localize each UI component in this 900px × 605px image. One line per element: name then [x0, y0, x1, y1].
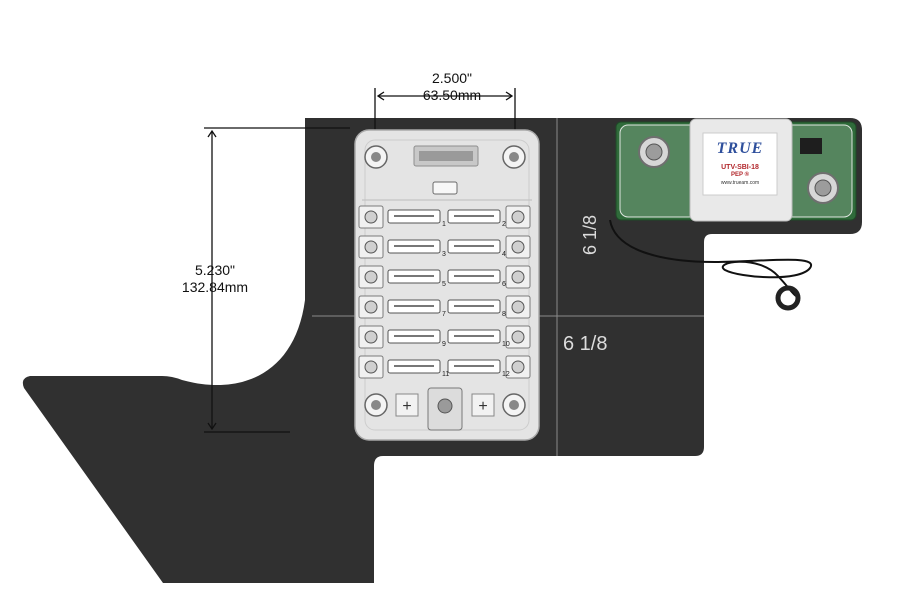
fuse-row: 11 12 [358, 355, 531, 379]
switch-website: www.trueam.com [720, 180, 760, 186]
height-dimension [204, 127, 350, 433]
fuse-row: 9 10 [358, 325, 531, 349]
switch-stud-bottom [807, 172, 839, 204]
width-dimension [374, 88, 516, 132]
switch-brand-logo: TRUE [716, 140, 764, 157]
terminal-screw [364, 240, 378, 254]
fuse-number: 2 [502, 221, 506, 228]
ground-wire [609, 219, 813, 297]
fuse-number: 7 [442, 311, 446, 318]
power-stud [437, 398, 453, 414]
terminal-screw [511, 300, 525, 314]
terminal-plus-right-label: + [478, 398, 487, 415]
terminal-plus-right [471, 393, 495, 417]
terminal-plus-left [395, 393, 419, 417]
fuse-number: 6 [502, 281, 506, 288]
height-inches: 5.230" [194, 262, 235, 278]
terminal-screw [364, 300, 378, 314]
width-mm: 63.50mm [422, 87, 482, 103]
width-dimension-label: 2.500" 63.50mm [392, 70, 512, 104]
mount-screw-top-right [502, 145, 526, 169]
fuse-number: 3 [442, 251, 446, 258]
terminal-plus-left-label: + [402, 398, 411, 415]
ground-post-left [364, 393, 388, 417]
panel-label-vertical: 6 1/8 [580, 214, 600, 255]
indicator-window [432, 181, 458, 195]
terminal-screw [511, 330, 525, 344]
fuse-number: 4 [502, 251, 506, 258]
mount-screw-top-left [364, 145, 388, 169]
terminal-screw [511, 210, 525, 224]
battery-switch [615, 118, 857, 222]
switch-subtext: PEP ® [731, 172, 749, 178]
terminal-screw [364, 210, 378, 224]
switch-chip [800, 138, 822, 154]
fuse-number: 5 [442, 281, 446, 288]
switch-stud-top [638, 136, 670, 168]
height-dimension-label: 5.230" 132.84mm [150, 262, 280, 296]
width-inches: 2.500" [431, 70, 472, 86]
switch-label [702, 132, 778, 196]
terminal-screw [364, 330, 378, 344]
fuse-number: 9 [442, 341, 446, 348]
terminal-screw [511, 270, 525, 284]
switch-model-text: UTV-SBI-18 [721, 164, 759, 171]
fuse-number: 12 [502, 371, 510, 378]
fuse-number: 1 [442, 221, 446, 228]
height-mm: 132.84mm [181, 279, 249, 295]
terminal-screw [511, 360, 525, 374]
panel-label-horizontal: 6 1/8 [563, 333, 608, 355]
fuse-number: 8 [502, 311, 506, 318]
fuse-number: 10 [502, 341, 510, 348]
terminal-screw [364, 270, 378, 284]
terminal-screw [511, 240, 525, 254]
ring-terminal [775, 285, 801, 311]
ground-post-right [502, 393, 526, 417]
fuse-number: 11 [442, 371, 449, 378]
terminal-screw [364, 360, 378, 374]
